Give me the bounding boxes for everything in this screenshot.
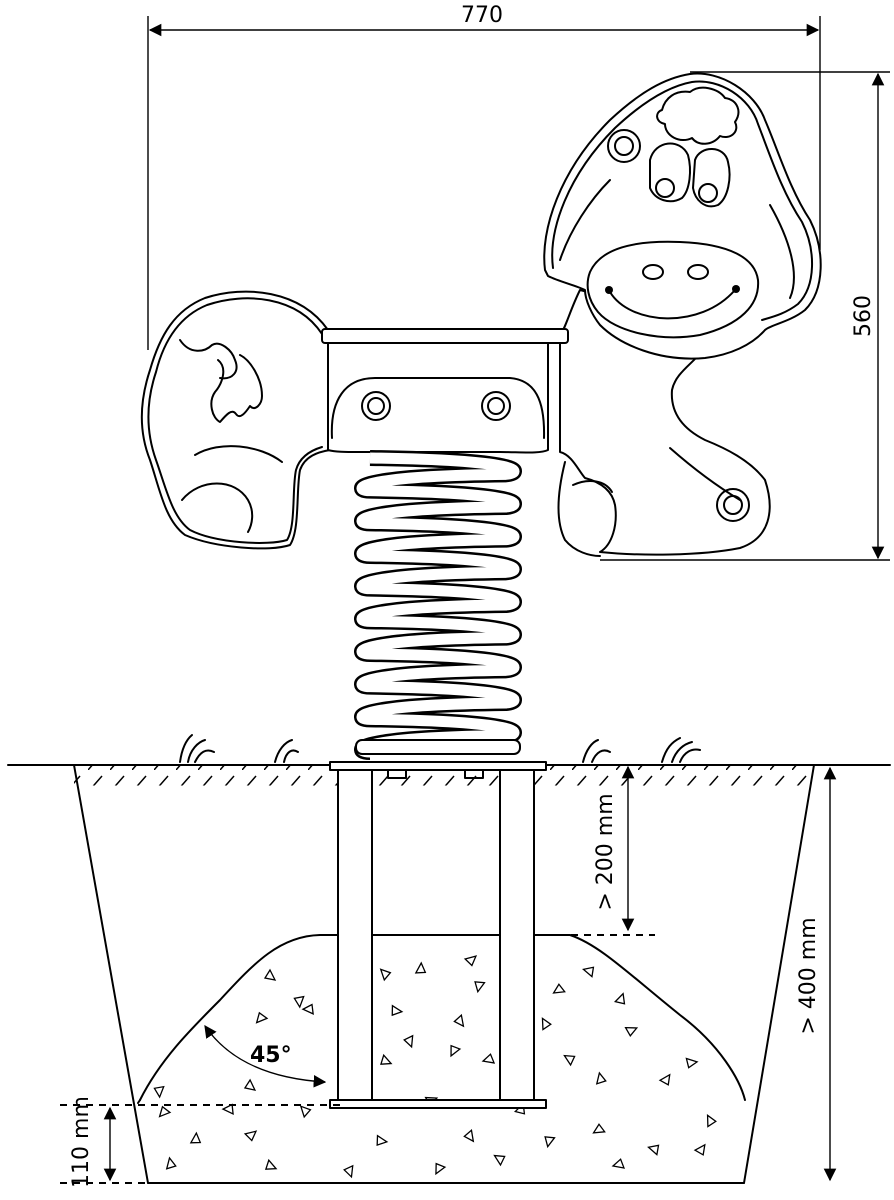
height-dimension: 560 xyxy=(600,71,890,561)
aggregate-mark xyxy=(541,1017,552,1031)
aggregate-mark xyxy=(379,968,392,982)
aggregate-mark xyxy=(391,1004,404,1017)
aggregate-mark xyxy=(595,1071,607,1085)
aggregate-mark xyxy=(189,1131,202,1144)
min-depth-label: > 200 mm xyxy=(593,793,618,910)
seat xyxy=(321,328,569,454)
width-label: 770 xyxy=(461,3,503,28)
pit xyxy=(73,764,815,1184)
aggregate-mark xyxy=(243,1078,257,1092)
angle-indicator: 45° xyxy=(204,1024,327,1088)
aggregate-mark xyxy=(474,981,486,994)
aggregate-mark xyxy=(153,1085,165,1099)
aggregate-mark xyxy=(693,1143,706,1156)
angle-label: 45° xyxy=(250,1043,292,1068)
foundation-depth-label: > 400 mm xyxy=(796,917,821,1034)
donkey-front-body xyxy=(557,289,771,557)
aggregate-mark xyxy=(343,1164,354,1179)
aggregate-mark xyxy=(453,1013,465,1028)
aggregate-mark xyxy=(552,983,566,994)
aggregate-mark xyxy=(376,1134,389,1147)
aggregate-mark xyxy=(293,995,305,1009)
aggregate-mark xyxy=(463,1128,475,1143)
aggregate-mark xyxy=(582,966,595,978)
aggregate-mark xyxy=(613,992,626,1005)
concrete-foundation xyxy=(137,934,746,1179)
donkey-rear-body xyxy=(140,290,331,550)
aggregate-mark xyxy=(463,955,478,967)
spring xyxy=(354,450,522,760)
aggregate-mark xyxy=(301,1003,314,1015)
aggregate-mark xyxy=(263,968,277,981)
aggregate-mark xyxy=(563,1054,576,1067)
donkey-head xyxy=(543,72,822,360)
base-thickness-dimension: 110 mm xyxy=(60,1096,340,1188)
aggregate-mark xyxy=(658,1073,671,1086)
aggregate-mark xyxy=(414,961,427,974)
aggregate-mark xyxy=(685,1057,699,1069)
aggregate-mark xyxy=(450,1044,462,1058)
aggregate-mark xyxy=(592,1123,606,1134)
aggregate-mark xyxy=(255,1011,269,1024)
aggregate-mark xyxy=(435,1162,447,1176)
aggregate-mark xyxy=(706,1114,717,1128)
aggregate-mark xyxy=(493,1154,506,1167)
aggregate-mark xyxy=(264,1158,278,1170)
aggregate-mark xyxy=(611,1158,626,1169)
foundation-depth-dimension: > 400 mm xyxy=(796,766,837,1182)
aggregate-mark xyxy=(544,1136,556,1149)
aggregate-mark xyxy=(243,1130,258,1142)
aggregate-mark xyxy=(380,1053,393,1065)
aggregate-mark xyxy=(403,1034,414,1049)
width-dimension: 770 xyxy=(147,3,821,350)
support-posts xyxy=(329,761,547,1109)
aggregate-mark xyxy=(647,1144,660,1156)
aggregate-mark xyxy=(481,1053,496,1064)
aggregate-mark xyxy=(221,1103,234,1116)
aggregate-marks xyxy=(153,955,717,1179)
aggregate-mark xyxy=(624,1026,639,1037)
aggregate-mark xyxy=(299,1105,312,1119)
base-thickness-label: 110 mm xyxy=(69,1096,94,1188)
aggregate-mark xyxy=(158,1105,172,1118)
min-depth-dimension: > 200 mm xyxy=(545,765,655,936)
spring-base xyxy=(355,739,521,755)
spring-coil-inner xyxy=(356,452,520,758)
height-label: 560 xyxy=(851,295,876,337)
aggregate-mark xyxy=(165,1156,177,1170)
